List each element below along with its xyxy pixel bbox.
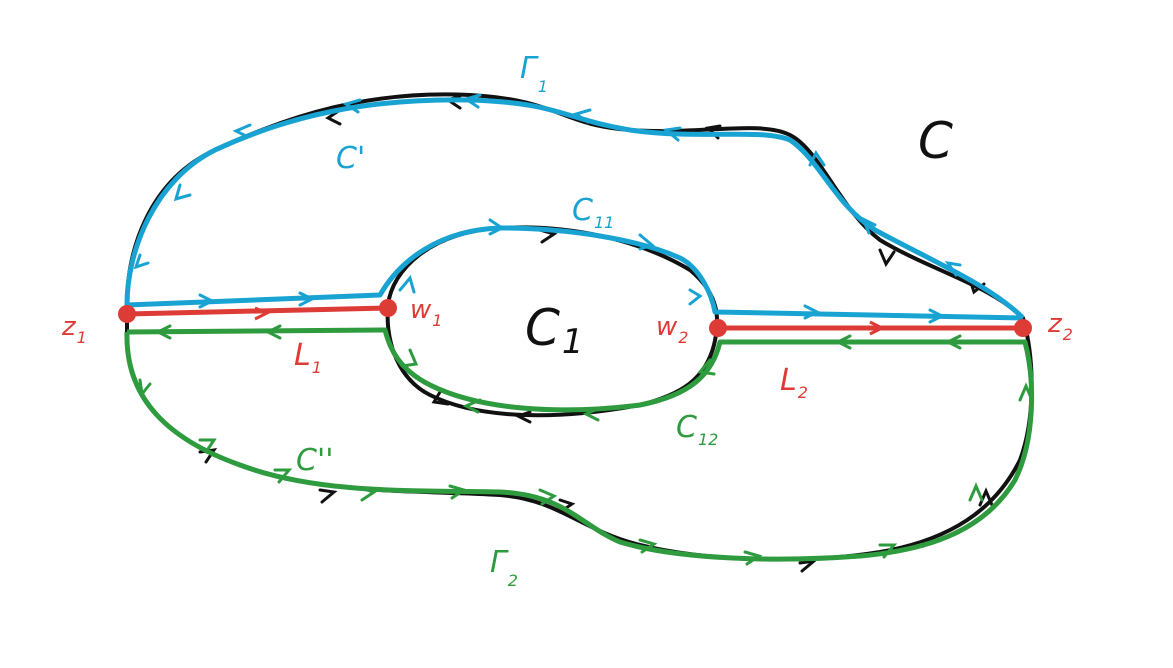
cut-L1 bbox=[126, 305, 389, 317]
label-L2: L2 bbox=[780, 363, 808, 402]
red-cuts bbox=[118, 299, 1032, 337]
label-C1: C1 bbox=[525, 299, 584, 362]
label-c12: C12 bbox=[676, 410, 718, 449]
label-gamma1: Γ1 bbox=[520, 51, 548, 96]
label-z1: z1 bbox=[61, 312, 87, 347]
blue-path-gamma1 bbox=[124, 97, 1025, 321]
blue-direction-arrows bbox=[133, 93, 962, 324]
label-c11: C11 bbox=[572, 193, 614, 232]
label-w2: w2 bbox=[656, 312, 688, 347]
label-w1: w1 bbox=[410, 295, 442, 330]
green-path-gamma2 bbox=[124, 327, 1035, 562]
green-direction-arrows bbox=[138, 324, 1034, 566]
label-gamma2: Γ2 bbox=[490, 545, 518, 590]
point-z2 bbox=[1014, 319, 1032, 337]
label-L1: L1 bbox=[294, 338, 322, 377]
label-c-prime: C' bbox=[336, 141, 365, 176]
label-C: C bbox=[918, 112, 953, 170]
point-z1 bbox=[118, 305, 136, 323]
point-w2 bbox=[709, 319, 727, 337]
point-w1 bbox=[379, 299, 397, 317]
label-z2: z2 bbox=[1047, 309, 1073, 344]
label-c-double-prime: C'' bbox=[296, 443, 333, 478]
